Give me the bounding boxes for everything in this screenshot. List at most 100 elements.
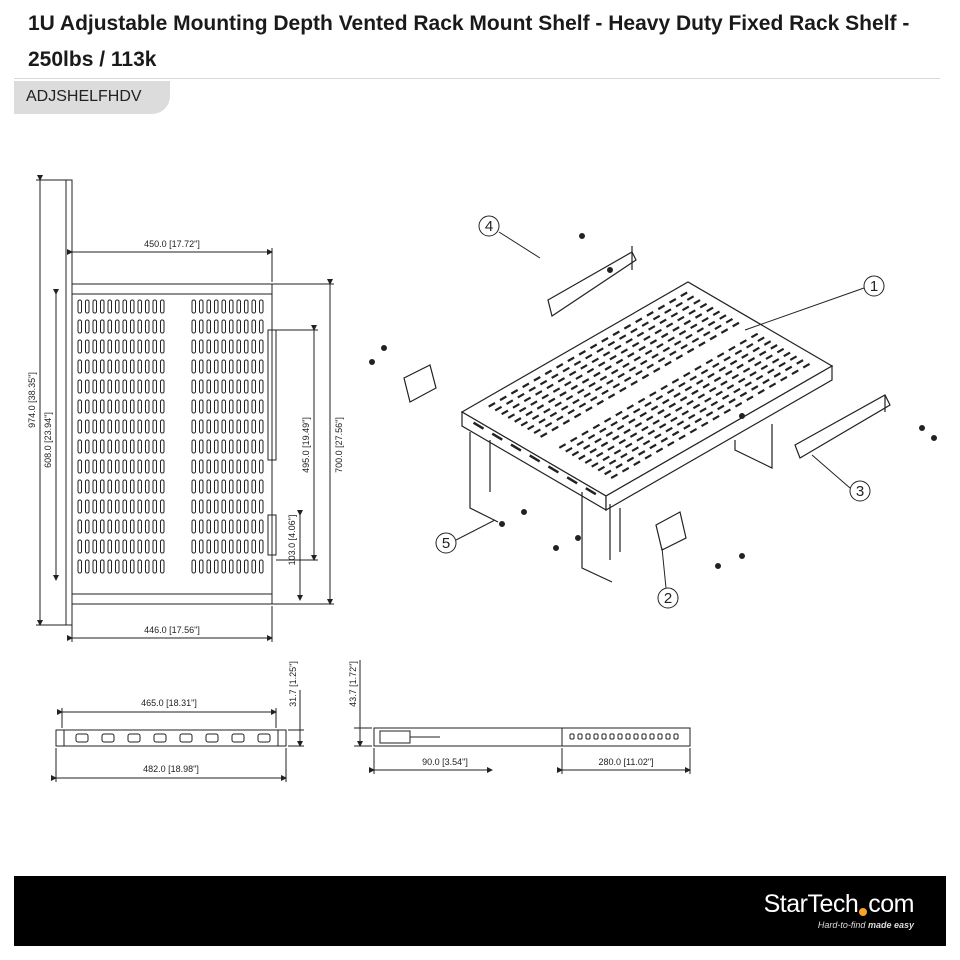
vent-slot (92, 379, 97, 394)
iso-vent (601, 389, 609, 396)
vent-slot (152, 479, 157, 494)
iso-vent (535, 390, 543, 396)
vent-slot (145, 499, 150, 514)
vent-slot (92, 539, 97, 554)
vent-slot (214, 519, 219, 534)
vent-slot (137, 419, 142, 434)
vent-slot (77, 339, 82, 354)
vent-slot (160, 539, 165, 554)
dim-side-short: 90.0 [3.54"] (422, 757, 468, 767)
front-slot (491, 432, 503, 441)
iso-vent (694, 365, 702, 371)
iso-vent (654, 433, 662, 439)
vent-slot (229, 319, 234, 334)
callout-4-circle (478, 215, 500, 237)
iso-vent (533, 428, 541, 435)
vent-slot (199, 399, 204, 414)
vent-slot (77, 499, 82, 514)
iso-vent (581, 378, 590, 384)
iso-vent (776, 347, 785, 354)
iso-vent (633, 407, 641, 414)
iso-vent (694, 417, 702, 424)
iso-vent (655, 394, 664, 401)
vent-slot (229, 379, 234, 394)
iso-vent (573, 412, 582, 419)
side-view-slot (593, 733, 599, 740)
iso-vent (654, 328, 662, 335)
iso-vent (607, 445, 615, 451)
vent-slot (107, 379, 112, 394)
front-face-slots (472, 421, 597, 496)
iso-vent (678, 434, 686, 440)
iso-vent (536, 404, 545, 410)
iso-vent (518, 406, 527, 413)
iso-vent (636, 436, 644, 442)
iso-vent (734, 349, 743, 356)
screw (918, 425, 925, 432)
iso-vent (540, 432, 548, 438)
vent-slot (122, 379, 127, 394)
iso-vent (589, 343, 598, 350)
iso-vent (712, 362, 720, 369)
vent-slot (122, 479, 127, 494)
vent-slot (152, 339, 157, 354)
screw (381, 345, 388, 352)
iso-vent (719, 314, 727, 320)
vent-slot (199, 539, 204, 554)
iso-vent (592, 423, 601, 430)
iso-vent (728, 398, 736, 404)
iso-vent (627, 352, 635, 358)
vent-slot (92, 399, 97, 414)
side-view-slot (601, 733, 607, 740)
front-view-slot (179, 733, 193, 743)
vent-slot (137, 439, 142, 454)
vent-slot (100, 459, 105, 474)
vent-slot (229, 399, 234, 414)
iso-vent (523, 396, 532, 403)
iso-vent (628, 366, 637, 372)
iso-vent (720, 328, 729, 334)
vent-slot (221, 319, 226, 334)
vent-slot (206, 359, 211, 374)
side-view-slots (569, 733, 679, 740)
iso-vent (512, 403, 520, 409)
vent-slot (199, 299, 204, 314)
vent-slot (92, 459, 97, 474)
iso-vent (581, 430, 589, 436)
iso-vent (699, 302, 708, 309)
vent-slot (221, 539, 226, 554)
iso-vent (754, 360, 762, 367)
side-view-slot (569, 733, 575, 740)
iso-vent (635, 317, 643, 324)
vent-slot (107, 319, 112, 334)
iso-vent (546, 383, 554, 390)
vent-slot (160, 459, 165, 474)
vent-slot (214, 439, 219, 454)
title-divider (14, 78, 940, 79)
iso-vent (604, 365, 612, 371)
iso-vent (705, 411, 714, 417)
iso-vent (584, 458, 593, 464)
vent-slot (122, 559, 127, 574)
vent-slot (160, 399, 165, 414)
vent-slot (92, 559, 97, 574)
callout-5-circle (435, 532, 457, 554)
iso-vent (623, 376, 632, 383)
iso-vent (642, 439, 651, 446)
iso-vent (726, 384, 735, 390)
vent-slot (77, 399, 82, 414)
vent-slot (107, 339, 112, 354)
vent-slot (244, 379, 249, 394)
vent-slot (85, 459, 90, 474)
iso-vent (565, 446, 573, 453)
dim-side-long: 280.0 [11.02"] (598, 757, 653, 767)
iso-vent (636, 331, 645, 338)
iso-vent (575, 374, 583, 380)
vent-slot (199, 459, 204, 474)
vent-slot (259, 339, 264, 354)
vent-slot (229, 519, 234, 534)
vent-slot (251, 399, 256, 414)
vent-slot (229, 539, 234, 554)
screw (714, 562, 721, 569)
front-slot (510, 443, 522, 452)
